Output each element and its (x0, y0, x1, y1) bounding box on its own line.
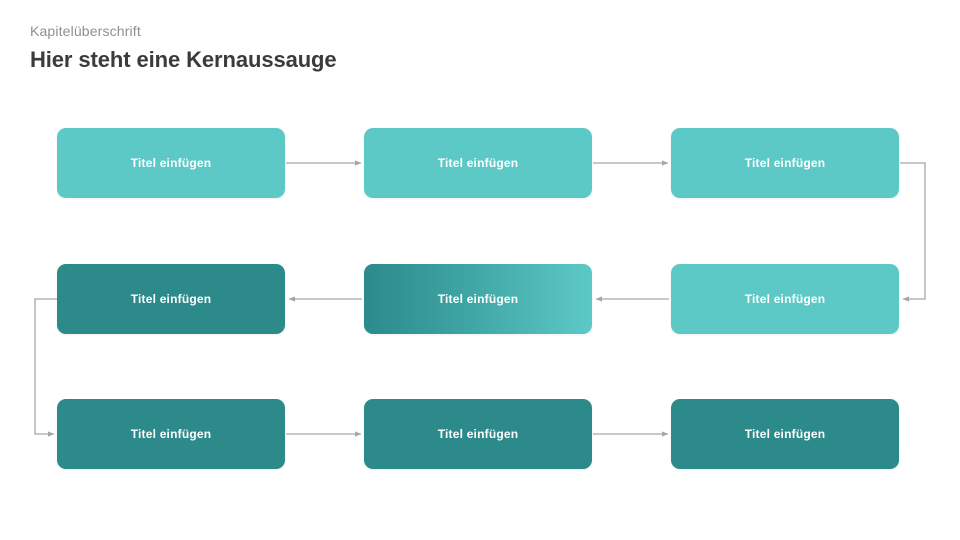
flow-box-label: Titel einfügen (130, 292, 212, 306)
arrow-2-1-to-3-1 (34, 298, 57, 437)
flow-box-label: Titel einfügen (130, 156, 212, 170)
slide-header: Kapitelüberschrift Hier steht eine Kerna… (30, 22, 890, 74)
arrow-1-3-to-2-3 (900, 162, 926, 302)
flow-box-2-3[interactable]: Titel einfügen (671, 264, 899, 334)
flow-box-label: Titel einfügen (437, 156, 519, 170)
flow-box-label: Titel einfügen (744, 427, 826, 441)
chapter-heading: Kapitelüberschrift (30, 23, 141, 39)
key-message-title: Hier steht eine Kernaussauge (30, 47, 337, 72)
flow-box-3-2[interactable]: Titel einfügen (364, 399, 592, 469)
flow-box-label: Titel einfügen (744, 156, 826, 170)
flow-box-1-1[interactable]: Titel einfügen (57, 128, 285, 198)
flow-box-label: Titel einfügen (437, 292, 519, 306)
flow-box-2-2[interactable]: Titel einfügen (364, 264, 592, 334)
flow-box-2-1[interactable]: Titel einfügen (57, 264, 285, 334)
flow-box-1-2[interactable]: Titel einfügen (364, 128, 592, 198)
flow-box-label: Titel einfügen (744, 292, 826, 306)
flow-box-label: Titel einfügen (437, 427, 519, 441)
flow-box-1-3[interactable]: Titel einfügen (671, 128, 899, 198)
flow-box-3-3[interactable]: Titel einfügen (671, 399, 899, 469)
flow-box-label: Titel einfügen (130, 427, 212, 441)
flow-box-3-1[interactable]: Titel einfügen (57, 399, 285, 469)
